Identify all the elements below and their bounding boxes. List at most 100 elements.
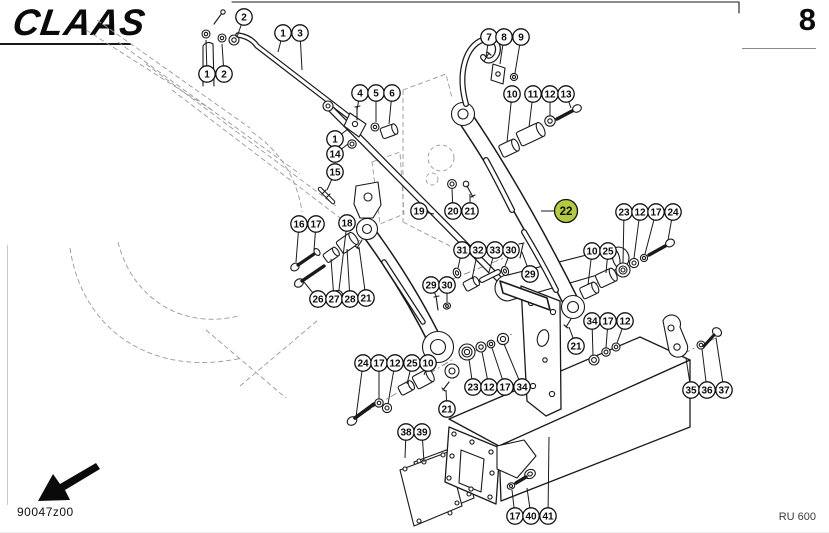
svg-text:21: 21 — [441, 405, 453, 416]
svg-text:10: 10 — [422, 359, 434, 370]
svg-text:25: 25 — [602, 247, 614, 258]
svg-text:34: 34 — [586, 317, 598, 328]
svg-text:35: 35 — [685, 386, 697, 397]
callout-18: 18 — [338, 214, 356, 291]
svg-text:2: 2 — [221, 70, 227, 81]
svg-text:3: 3 — [297, 29, 303, 40]
direction-arrow — [38, 463, 100, 501]
svg-text:1: 1 — [280, 29, 286, 40]
callout-3: 3 — [291, 24, 309, 71]
callout-11: 11 — [524, 85, 542, 128]
svg-text:17: 17 — [509, 512, 521, 523]
svg-text:37: 37 — [718, 386, 730, 397]
callout-10: 10 — [503, 85, 521, 143]
callout-24: 24 — [664, 203, 682, 241]
svg-text:12: 12 — [483, 383, 495, 394]
svg-text:16: 16 — [293, 220, 305, 231]
callout-6: 6 — [383, 84, 401, 125]
header-rule-left — [0, 43, 131, 45]
callout-36: 36 — [698, 348, 716, 399]
callout-40: 40 — [522, 487, 540, 525]
svg-text:29: 29 — [524, 270, 536, 281]
callout-38: 38 — [397, 423, 415, 459]
sheet-frame — [7, 1, 740, 505]
callout-26: 26 — [303, 281, 327, 308]
page-number: 8 — [798, 2, 816, 37]
svg-text:15: 15 — [329, 168, 341, 179]
svg-text:28: 28 — [344, 295, 356, 306]
svg-text:18: 18 — [341, 219, 353, 230]
callout-20: 20 — [444, 188, 462, 220]
svg-text:38: 38 — [400, 428, 412, 439]
svg-text:39: 39 — [416, 428, 428, 439]
callout-21: 21 — [567, 326, 585, 355]
callout-5: 5 — [367, 84, 385, 122]
svg-text:33: 33 — [489, 246, 501, 257]
callout-19: 19 — [410, 202, 435, 220]
svg-text:26: 26 — [312, 295, 324, 306]
callout-34: 34 — [583, 312, 601, 357]
svg-text:13: 13 — [560, 90, 572, 101]
callout-23: 23 — [464, 358, 482, 396]
svg-text:21: 21 — [360, 294, 372, 305]
callout-33: 33 — [486, 241, 504, 273]
callout-28: 28 — [341, 248, 359, 308]
svg-text:17: 17 — [650, 208, 662, 219]
svg-text:30: 30 — [505, 246, 517, 257]
callout-12: 12 — [480, 351, 498, 396]
callout-29: 29 — [422, 276, 440, 297]
hardware-parts — [290, 51, 675, 426]
callout-15: 15 — [326, 163, 344, 191]
callout-39: 39 — [413, 423, 431, 463]
svg-text:12: 12 — [619, 317, 631, 328]
svg-text:7: 7 — [486, 33, 492, 44]
callout-41: 41 — [539, 436, 557, 525]
callout-30: 30 — [438, 276, 456, 302]
callout-1: 1 — [274, 24, 292, 53]
left-lift-arm — [353, 181, 460, 379]
svg-text:31: 31 — [456, 246, 468, 257]
callout-10: 10 — [419, 354, 437, 376]
svg-text:24: 24 — [357, 359, 369, 370]
figure-code: 90047z00 — [17, 505, 74, 519]
svg-text:10: 10 — [586, 247, 598, 258]
callout-21: 21 — [438, 389, 456, 418]
callout-16: 16 — [290, 215, 308, 263]
callout-17: 17 — [370, 354, 388, 399]
top-link-rod — [201, 9, 355, 122]
svg-text:12: 12 — [544, 90, 556, 101]
svg-text:34: 34 — [516, 383, 528, 394]
svg-text:8: 8 — [501, 33, 507, 44]
svg-text:1: 1 — [332, 135, 338, 146]
svg-text:9: 9 — [518, 33, 524, 44]
svg-text:27: 27 — [328, 295, 340, 306]
callout-12: 12 — [616, 312, 634, 344]
header-rule-right — [742, 48, 816, 49]
svg-text:10: 10 — [506, 90, 518, 101]
svg-text:36: 36 — [701, 386, 713, 397]
callout-25: 25 — [403, 354, 421, 385]
callout-31: 31 — [453, 241, 471, 269]
callout-22: 22 — [541, 198, 579, 224]
svg-text:14: 14 — [329, 150, 341, 161]
svg-text:41: 41 — [542, 512, 554, 523]
svg-text:25: 25 — [406, 359, 418, 370]
svg-text:23: 23 — [467, 383, 479, 394]
svg-text:29: 29 — [425, 281, 437, 292]
svg-text:12: 12 — [389, 359, 401, 370]
svg-text:12: 12 — [634, 208, 646, 219]
callout-12: 12 — [386, 354, 404, 405]
svg-text:20: 20 — [447, 207, 459, 218]
main-frame-beam — [448, 336, 691, 502]
callout-34: 34 — [503, 343, 531, 396]
svg-text:40: 40 — [525, 512, 537, 523]
svg-text:21: 21 — [464, 207, 476, 218]
callout-12: 12 — [541, 85, 559, 116]
callout-14: 14 — [326, 143, 349, 163]
svg-text:11: 11 — [528, 90, 539, 101]
flange-gaskets — [399, 426, 537, 527]
center-plate — [499, 280, 562, 417]
callout-13: 13 — [557, 85, 575, 109]
callout-17: 17 — [307, 215, 325, 251]
